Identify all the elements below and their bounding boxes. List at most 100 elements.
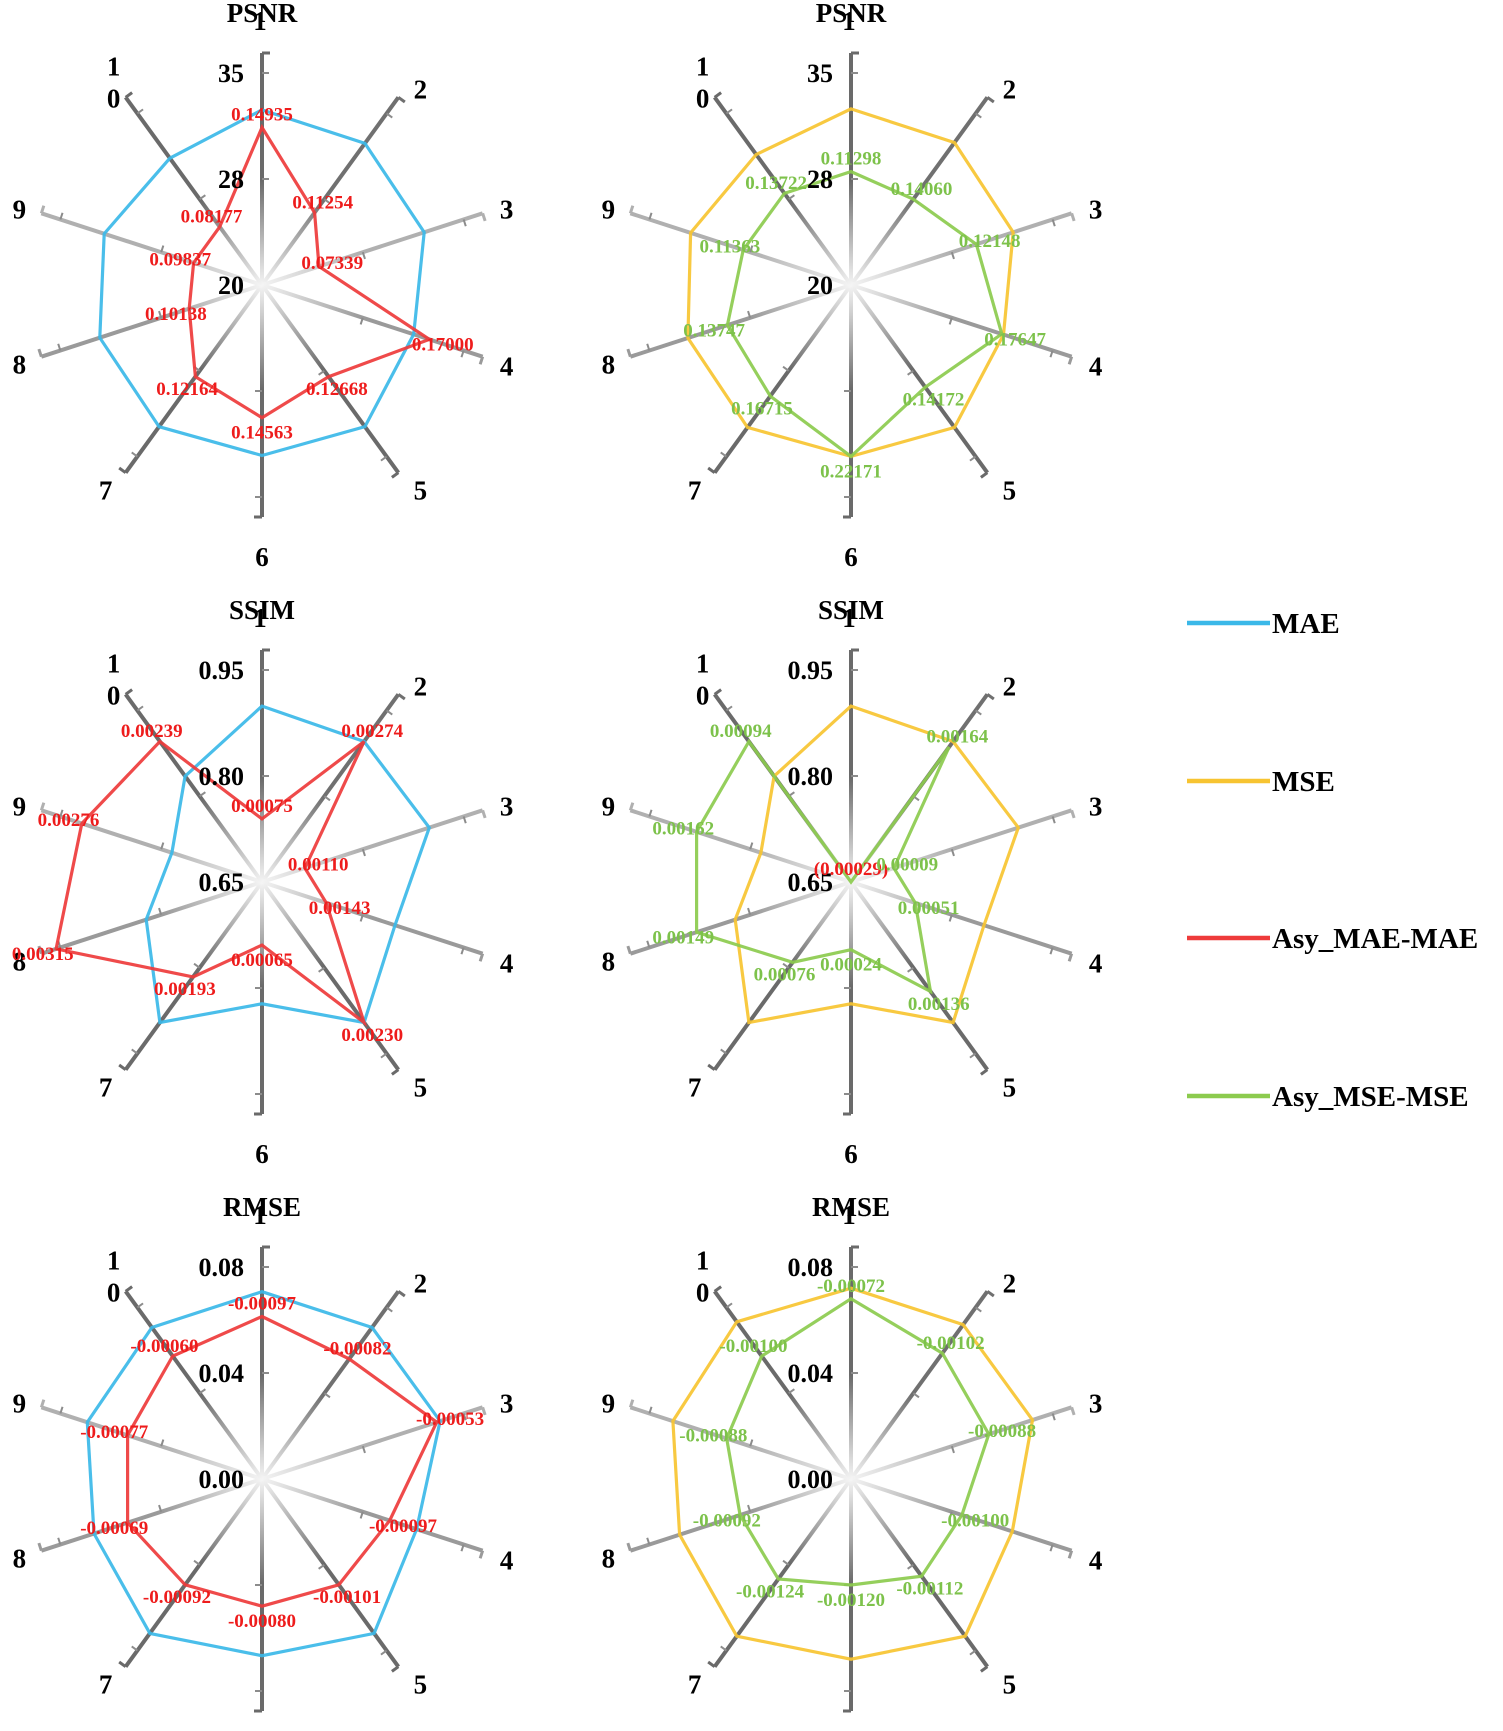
axis-label-5: 5 xyxy=(414,1073,428,1103)
axis-end-cap xyxy=(391,1665,400,1673)
radial-tick-label: 0.00 xyxy=(788,1465,834,1494)
data-label: 0.13747 xyxy=(683,320,745,341)
axis-end-cap xyxy=(124,91,133,99)
axis-minor-tick xyxy=(907,1563,914,1570)
axis-label-7: 7 xyxy=(99,1670,113,1700)
series-asy-mae-mae xyxy=(187,123,433,420)
axis-end-cap xyxy=(39,205,46,214)
axis-label-1: 1 xyxy=(253,603,267,633)
radar-axis-3 xyxy=(850,1405,1073,1481)
axis-label-8: 8 xyxy=(13,350,27,380)
radar-axis-3 xyxy=(261,808,484,884)
axis-minor-tick xyxy=(318,369,325,376)
data-label: 0.14060 xyxy=(891,179,953,200)
axis-minor-tick xyxy=(1049,947,1054,955)
axis-label-5: 5 xyxy=(414,1670,428,1700)
data-label: 0.00315 xyxy=(12,944,74,965)
data-label: 0.00024 xyxy=(820,955,882,976)
axis-minor-tick xyxy=(323,198,331,205)
radial-tick-label: 0.65 xyxy=(199,868,245,897)
axis-label-4: 4 xyxy=(500,1546,514,1576)
axis-minor-tick xyxy=(912,1392,920,1399)
axis-label-1: 1 xyxy=(842,1200,856,1230)
axis-end-cap xyxy=(1067,356,1074,365)
data-label: 0.00009 xyxy=(876,855,938,876)
axis-minor-tick xyxy=(193,962,201,969)
axis-end-cap xyxy=(707,1063,716,1071)
axis-minor-tick xyxy=(386,1306,393,1313)
axis-minor-tick xyxy=(131,451,138,458)
radial-tick-label: 35 xyxy=(807,59,833,88)
axis-minor-tick xyxy=(1051,816,1056,824)
axis-minor-tick xyxy=(199,791,206,798)
radial-tick-label: 20 xyxy=(218,271,244,300)
axis-minor-tick xyxy=(1049,1544,1054,1552)
chart-title: PSNR xyxy=(227,0,298,28)
data-label: 0.11254 xyxy=(292,192,353,213)
radar-axis-2 xyxy=(260,693,400,884)
radial-tick-label: 0.95 xyxy=(199,656,245,685)
axis-minor-tick xyxy=(1051,1413,1056,1421)
axis-minor-tick xyxy=(136,705,144,712)
data-label: 0.00149 xyxy=(652,928,714,949)
data-label: 0.12148 xyxy=(959,231,1021,252)
axis-minor-tick xyxy=(359,1511,364,1519)
radar-axis-7 xyxy=(713,1477,853,1668)
axis-minor-tick xyxy=(749,842,754,850)
radar-chart-5: 123456789100.080.040.00RMSE-0.00097-0.00… xyxy=(13,1192,514,1713)
radar-axis-4 xyxy=(261,1477,484,1553)
data-label: -0.00072 xyxy=(817,1276,885,1297)
axis-minor-tick xyxy=(318,966,325,973)
axis-label-8: 8 xyxy=(602,947,616,977)
axis-minor-tick xyxy=(462,219,467,227)
axis-minor-tick xyxy=(975,112,982,119)
axis-label-5: 5 xyxy=(1003,1670,1017,1700)
axis-end-cap xyxy=(37,348,43,358)
axis-label-6: 6 xyxy=(255,542,269,572)
axis-minor-tick xyxy=(720,451,727,458)
axis-minor-tick xyxy=(158,310,163,319)
axis-end-cap xyxy=(478,953,485,962)
data-label: 0.00076 xyxy=(754,965,816,986)
axis-end-cap xyxy=(707,466,716,474)
axis-end-cap xyxy=(397,693,406,701)
axis-end-cap xyxy=(713,688,722,696)
axis-label-2: 2 xyxy=(1003,1268,1017,1298)
axis-minor-tick xyxy=(199,194,206,201)
radar-axis-7 xyxy=(124,283,264,474)
axis-label-10-tens: 1 xyxy=(107,648,121,678)
axis-label-1: 1 xyxy=(842,603,856,633)
axis-minor-tick xyxy=(950,251,955,260)
axis-minor-tick xyxy=(323,1392,331,1399)
axis-label-10-tens: 1 xyxy=(696,648,710,678)
radar-axis-5 xyxy=(849,1477,989,1668)
axis-end-cap xyxy=(980,1665,989,1673)
data-label: 0.11363 xyxy=(700,237,761,258)
axis-minor-tick xyxy=(975,1306,982,1313)
axis-label-8: 8 xyxy=(13,1544,27,1574)
radar-axis-2 xyxy=(849,96,989,287)
axis-minor-tick xyxy=(948,914,953,922)
axis-minor-tick xyxy=(782,365,790,372)
radar-axis-8 xyxy=(629,283,852,359)
radial-tick-label: 0.80 xyxy=(199,762,245,791)
radar-axis-2 xyxy=(260,96,400,287)
axis-label-4: 4 xyxy=(500,352,514,382)
radar-axis-3 xyxy=(850,808,1073,884)
data-label: 0.00094 xyxy=(710,721,772,742)
axis-end-cap xyxy=(626,1542,632,1552)
radar-axis-3 xyxy=(261,1405,484,1481)
data-label: 0.00136 xyxy=(908,994,970,1015)
radar-chart-6: 123456789100.080.040.00RMSE-0.00072-0.00… xyxy=(602,1192,1102,1713)
axis-minor-tick xyxy=(361,848,366,857)
axis-label-3: 3 xyxy=(500,791,514,821)
axis-minor-tick xyxy=(57,1537,62,1545)
radar-axis-2 xyxy=(260,1290,400,1481)
data-label: 0.00143 xyxy=(309,898,371,919)
axis-minor-tick xyxy=(646,940,651,948)
data-label: -0.00092 xyxy=(693,1510,761,1531)
axis-label-1: 1 xyxy=(842,6,856,36)
data-label: 0.09837 xyxy=(149,249,211,270)
axis-end-cap xyxy=(1067,953,1074,962)
radial-tick-label: 0.00 xyxy=(199,1465,245,1494)
